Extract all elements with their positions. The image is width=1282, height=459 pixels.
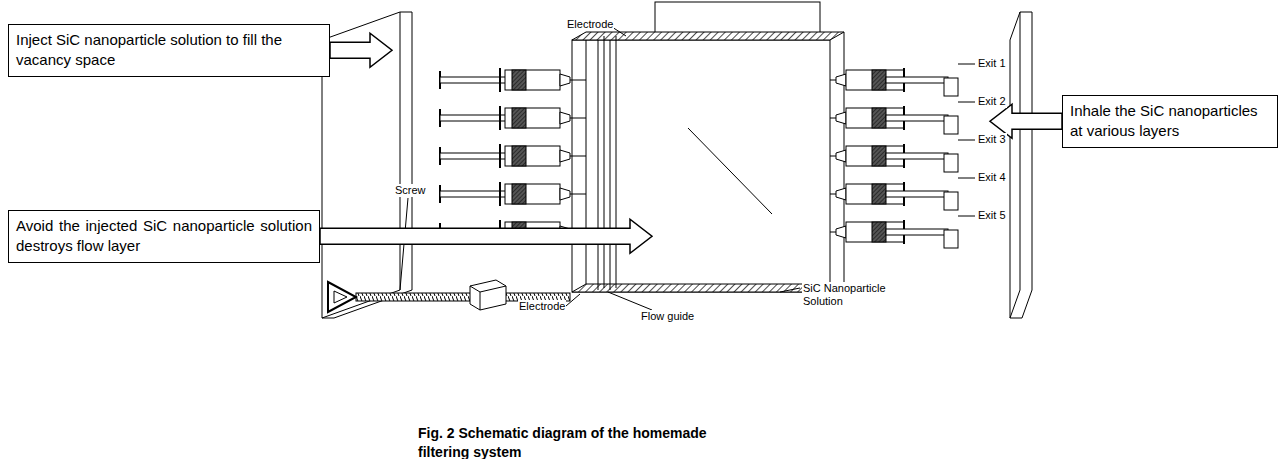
inject-syringe bbox=[440, 68, 586, 92]
part-label: Exit 5 bbox=[977, 209, 1007, 222]
extract-syringe bbox=[830, 216, 975, 248]
extract-syringe bbox=[830, 64, 975, 96]
extract-syringe bbox=[830, 178, 975, 210]
callout-box: Inhale the SiC nanoparticles at various … bbox=[1062, 95, 1278, 148]
extract-syringe bbox=[830, 140, 975, 172]
top-electrode bbox=[572, 32, 844, 40]
callout-text: Inhale the SiC nanoparticles at various … bbox=[1070, 101, 1270, 142]
callout-text: Avoid the injected SiC nanoparticle solu… bbox=[16, 216, 312, 257]
part-label: Exit 4 bbox=[977, 171, 1007, 184]
callout-text: Inject SiC nanoparticle solution to fill… bbox=[16, 30, 322, 71]
part-label: Flow guide bbox=[640, 310, 695, 323]
part-label: Screw bbox=[394, 184, 427, 197]
inject-syringe bbox=[440, 182, 586, 206]
screw-nut bbox=[470, 280, 506, 310]
screw-handle bbox=[328, 282, 356, 312]
figure-caption: Fig. 2 Schematic diagram of the homemade… bbox=[418, 424, 748, 459]
leader-line bbox=[688, 128, 772, 214]
part-label: Exit 1 bbox=[977, 57, 1007, 70]
flow-guide bbox=[598, 36, 616, 290]
right-plate bbox=[1010, 12, 1032, 318]
chamber bbox=[572, 40, 830, 292]
inject-syringe bbox=[440, 144, 586, 168]
inject-syringe bbox=[440, 106, 586, 130]
callout-box: Inject SiC nanoparticle solution to fill… bbox=[8, 24, 330, 77]
part-label: SiC Nanoparticle Solution bbox=[802, 282, 896, 308]
block-arrow bbox=[330, 33, 392, 67]
callout-box: Avoid the injected SiC nanoparticle solu… bbox=[8, 210, 320, 263]
extract-syringe bbox=[830, 102, 975, 134]
left-plate bbox=[322, 12, 412, 318]
part-label: Electrode bbox=[566, 18, 614, 31]
part-label: Electrode bbox=[518, 300, 566, 313]
block-arrow bbox=[320, 219, 652, 253]
part-label: Exit 2 bbox=[977, 95, 1007, 108]
part-label: Exit 3 bbox=[977, 133, 1007, 146]
